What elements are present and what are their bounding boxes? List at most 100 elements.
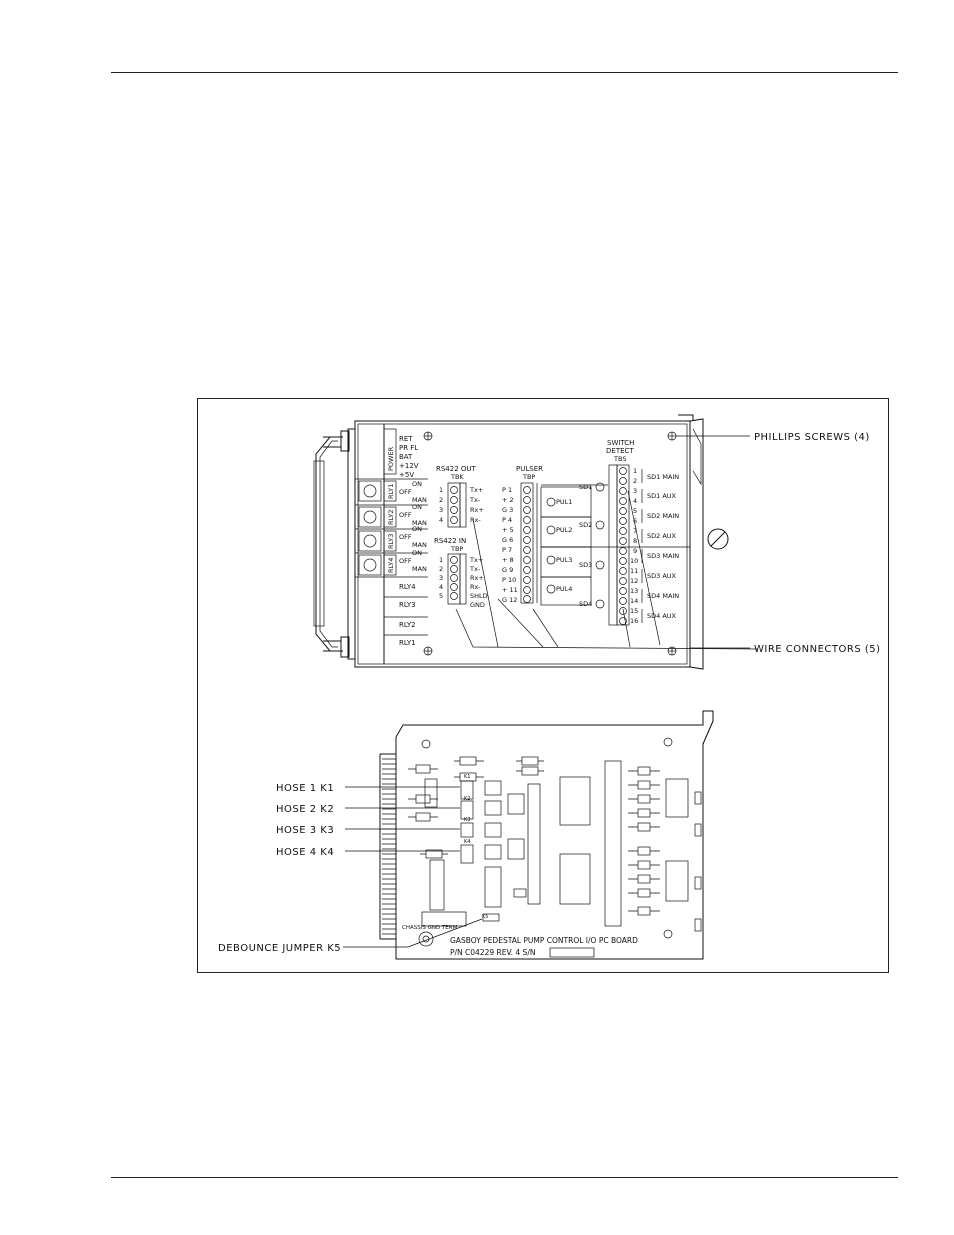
pulser-row: P 10 (502, 576, 516, 584)
terminal-number: 7 (633, 527, 637, 535)
switch-title-1: SWITCH (607, 439, 634, 447)
power-labels: RET PR FL BAT +12V +5V (399, 435, 419, 479)
rs422-out-sub: TBK (450, 473, 464, 481)
switch-function-label: SD1 MAIN (647, 473, 679, 481)
terminal-number: 15 (630, 607, 638, 615)
hose-3-callout: HOSE 3 K3 (276, 825, 334, 836)
terminal-number: 2 (439, 496, 443, 504)
k-jumper-label: K1 (464, 774, 470, 780)
switch-sub: TBS (613, 455, 626, 463)
terminal-number: 11 (630, 567, 638, 575)
switch-function-label: SD3 MAIN (647, 552, 679, 560)
led-indicator-icon (546, 584, 556, 594)
pin-label: Tx+ (469, 486, 483, 494)
relay-tab: RLY4 (387, 558, 395, 573)
mounting-hole-icon (421, 739, 431, 749)
power-tab-label: POWER (387, 446, 395, 471)
power-label: BAT (399, 453, 413, 461)
switch-function-label: SD2 MAIN (647, 512, 679, 520)
terminal-number: 3 (439, 574, 443, 582)
footer-rule (111, 1177, 898, 1178)
switch-led-label: SD4 (579, 600, 592, 608)
terminal-number: 10 (630, 557, 638, 565)
led-indicator-icon (546, 525, 556, 535)
led-indicator-icon (595, 560, 605, 570)
chassis-ground-label: CHASSIS GND TERM (402, 925, 458, 931)
relay-off: OFF (399, 557, 412, 565)
relay-on: ON (412, 480, 422, 488)
switch-led-label: SD2 (579, 521, 592, 529)
hose-4-callout: HOSE 4 K4 (276, 847, 334, 858)
toggle-switch-icon[interactable] (363, 558, 377, 572)
pin-label: Tx- (469, 565, 481, 573)
terminal-number: 4 (439, 516, 443, 524)
pulser-led-label: PUL4 (556, 585, 572, 593)
toggle-switch-icon[interactable] (363, 510, 377, 524)
switch-function-label: SD1 AUX (647, 492, 677, 500)
relay-output-label: RLY3 (399, 601, 416, 609)
relay-off: OFF (399, 511, 412, 519)
led-indicator-icon (546, 555, 556, 565)
relay-switch-group: RLY1 ON OFF MAN RLY2 ON OFF MAN RLY3 ON … (355, 478, 428, 578)
phillips-screw-icon (667, 431, 677, 441)
hose-2-callout: HOSE 2 K2 (276, 804, 334, 815)
pulser-row: P 1 (502, 486, 512, 494)
terminal-number: 6 (633, 517, 637, 525)
switch-title-2: DETECT (606, 447, 634, 455)
relay-tab: RLY3 (387, 534, 395, 549)
serial-number-box (549, 947, 595, 958)
pin-label: Rx- (470, 516, 481, 524)
edge-connector (379, 753, 396, 940)
switch-function-label: SD3 AUX (647, 572, 677, 580)
pulser-block: PULSER TBP P 1 + 2 G 3 P 4 + 5 G 6 P 7 +… (502, 465, 592, 606)
pin-label: Rx- (470, 583, 481, 591)
k5-jumper-label: K5 (482, 914, 488, 920)
relay-off: OFF (399, 533, 412, 541)
wire-connector-leaders (455, 490, 759, 650)
terminal-number: 1 (439, 486, 443, 494)
power-label: +12V (399, 462, 419, 470)
k-jumper-label: K4 (464, 839, 470, 845)
pulser-row: G 6 (502, 536, 513, 544)
pulser-row: G 3 (502, 506, 513, 514)
terminal-number: 2 (633, 477, 637, 485)
pulser-row: + 8 (502, 556, 514, 564)
pin-label: Rx+ (470, 506, 484, 514)
debounce-leader (343, 918, 483, 948)
led-indicator-icon (546, 497, 556, 507)
chassis-ground-icon (418, 931, 434, 947)
terminal-number: 9 (633, 547, 637, 555)
terminal-number: 2 (439, 565, 443, 573)
pulser-led-label: PUL2 (556, 526, 572, 534)
board-components: CHASSIS GND TERM (402, 756, 702, 932)
toggle-switch-icon[interactable] (363, 534, 377, 548)
toggle-switch-icon[interactable] (363, 484, 377, 498)
pin-label: SHLD (470, 592, 488, 600)
phillips-screw-icon (423, 431, 433, 441)
debounce-jumper-callout: DEBOUNCE JUMPER K5 (218, 943, 341, 954)
pin-label: GND (470, 601, 485, 609)
k-jumper-label: K3 (464, 817, 470, 823)
power-label: RET (399, 435, 413, 443)
terminal-number: 5 (439, 592, 443, 600)
switch-function-labels: SD1 MAIN SD1 AUX SD2 MAIN SD2 AUX SD3 MA… (641, 469, 679, 623)
module-diagram: POWER RET PR FL BAT +12V +5V RLY1 ON OFF… (218, 414, 881, 960)
pulser-terminal-labels: P 1 + 2 G 3 P 4 + 5 G 6 P 7 + 8 G 9 P 10… (502, 486, 518, 604)
pulser-title: PULSER (516, 465, 543, 473)
rs422-in-block: RS422 IN TBP 1 2 3 4 5 Tx+ Tx- Rx+ Rx- S… (434, 537, 488, 609)
terminal-number: 12 (630, 577, 638, 585)
hose-1-callout: HOSE 1 K1 (276, 783, 334, 794)
rs422-in-title: RS422 IN (434, 537, 466, 545)
pulser-row: P 4 (502, 516, 512, 524)
terminal-number: 14 (630, 597, 638, 605)
k-jumper-label: K2 (464, 796, 470, 802)
switch-detect-block: SWITCH DETECT TBS SD1 SD2 SD3 SD4 1 2 3 … (541, 439, 690, 626)
mounting-hole-icon (663, 929, 673, 939)
rs422-in-sub: TBP (450, 545, 463, 553)
wire-connectors-callout: WIRE CONNECTORS (5) (754, 644, 881, 655)
terminal-number: 16 (630, 617, 638, 625)
pulser-row: G 12 (502, 596, 517, 604)
pulser-sub: TBP (522, 473, 535, 481)
pulser-led-label: PUL3 (556, 556, 572, 564)
pin-label: Rx+ (470, 574, 484, 582)
